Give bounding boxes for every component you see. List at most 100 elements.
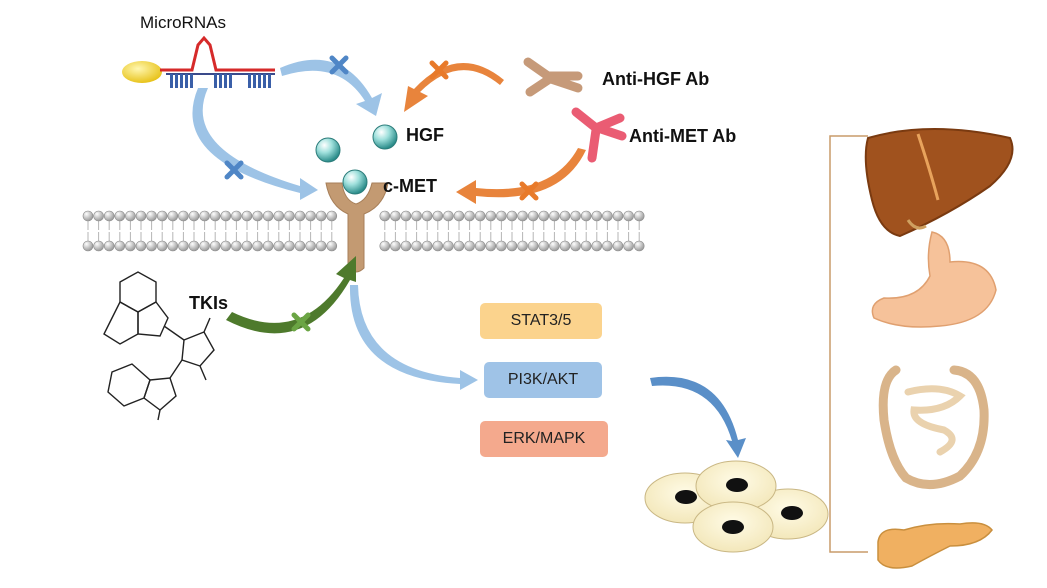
lipid-head <box>114 240 126 252</box>
lipid-head <box>241 240 253 252</box>
lipid-head <box>602 210 613 222</box>
lipid-head <box>464 240 475 252</box>
label-anti-met-ab: Anti-MET Ab <box>629 126 737 146</box>
lipid-head <box>284 240 295 252</box>
lipid-head <box>612 240 624 252</box>
microrna-strand <box>160 35 275 72</box>
lipid-head <box>400 240 412 252</box>
lipid-head <box>517 240 528 252</box>
lipid-head <box>421 240 433 252</box>
lipid-head <box>199 240 210 252</box>
arrow-mirna-to-cmet <box>192 88 318 200</box>
inhibit-x-icon <box>429 60 539 201</box>
lipid-head <box>252 210 263 222</box>
microrna-bases <box>170 74 271 88</box>
lipid-head <box>315 240 327 252</box>
lipid-head <box>485 210 497 222</box>
lipid-head <box>220 210 232 222</box>
arrow-antihgf-to-hgf <box>404 63 504 112</box>
lipid-head <box>315 210 327 222</box>
lipid-head <box>453 210 465 222</box>
lipid-head <box>167 210 179 222</box>
lipid-head <box>559 240 571 252</box>
lipid-head <box>390 210 401 222</box>
lipid-head <box>146 240 157 252</box>
lipid-head <box>474 210 486 222</box>
lipid-head <box>262 240 274 252</box>
hgf-ball-bound <box>342 169 368 195</box>
lipid-head <box>538 240 550 252</box>
lipid-head <box>284 210 295 222</box>
tumor-cells <box>644 460 829 553</box>
tki-molecule-icon <box>103 271 215 421</box>
blue-arrows <box>192 59 746 458</box>
lipid-head <box>506 240 518 252</box>
inhibit-x-icon <box>224 55 349 180</box>
pathway-erk-mapk: ERK/MAPK <box>480 421 608 457</box>
lipid-head <box>135 210 147 222</box>
lipid-head <box>496 210 507 222</box>
lipid-head <box>188 240 200 252</box>
lipid-head <box>294 210 306 222</box>
label-cmet: c-MET <box>383 176 437 196</box>
lipid-head <box>421 210 433 222</box>
lipid-head <box>188 210 200 222</box>
cell-membrane <box>82 210 645 252</box>
label-anti-hgf-ab: Anti-HGF Ab <box>602 69 710 89</box>
lipid-head <box>231 240 242 252</box>
lipid-head <box>453 240 465 252</box>
lipid-head <box>262 210 274 222</box>
lipid-head <box>82 240 94 252</box>
lipid-head <box>570 240 581 252</box>
label-hgf: HGF <box>406 125 444 145</box>
lipid-head <box>411 240 422 252</box>
lipid-head <box>178 210 189 222</box>
lipid-head <box>93 240 104 252</box>
lipid-head <box>591 240 603 252</box>
lipid-head <box>623 210 634 222</box>
inhibit-x-icon <box>291 312 311 332</box>
hgf-ball <box>315 137 341 163</box>
stomach-icon <box>871 231 997 328</box>
lipid-head <box>485 240 497 252</box>
lipid-head <box>390 240 401 252</box>
green-arrow <box>226 256 356 334</box>
arrow-cmet-to-pathways <box>349 285 478 390</box>
arrow-tkis-to-cmet <box>226 256 356 334</box>
lipid-head <box>209 240 221 252</box>
lipid-head <box>114 210 126 222</box>
hgf-ball <box>372 124 398 150</box>
lipid-head <box>273 240 285 252</box>
liver-icon <box>864 128 1014 238</box>
lipid-head <box>252 240 263 252</box>
lipid-head <box>156 240 168 252</box>
lipid-head <box>612 210 624 222</box>
lipid-head <box>326 240 338 252</box>
lipid-head <box>125 210 136 222</box>
lipid-head <box>474 240 486 252</box>
lipid-head <box>379 210 391 222</box>
lipid-head <box>602 240 613 252</box>
lipid-head <box>199 210 210 222</box>
lipid-head <box>591 210 603 222</box>
lipid-head <box>103 210 115 222</box>
lipid-head <box>538 210 550 222</box>
lipid-head <box>633 240 645 252</box>
label-tkis: TKIs <box>189 293 229 313</box>
lipid-head <box>82 210 94 222</box>
lipid-head <box>559 210 571 222</box>
lipid-head <box>411 210 422 222</box>
lipid-head <box>379 240 391 252</box>
orange-arrows <box>404 63 586 204</box>
lipid-head <box>527 240 539 252</box>
lipid-head <box>305 210 316 222</box>
lipid-head <box>496 240 507 252</box>
lipid-head <box>241 210 253 222</box>
lipid-head <box>570 210 581 222</box>
lipid-head <box>432 210 444 222</box>
lipid-head <box>156 210 168 222</box>
lipid-head <box>633 210 645 222</box>
label-micrornas: MicroRNAs <box>140 13 226 32</box>
pathway-pi3k-akt: PI3K/AKT <box>484 362 602 398</box>
pancreas-icon <box>877 522 993 569</box>
